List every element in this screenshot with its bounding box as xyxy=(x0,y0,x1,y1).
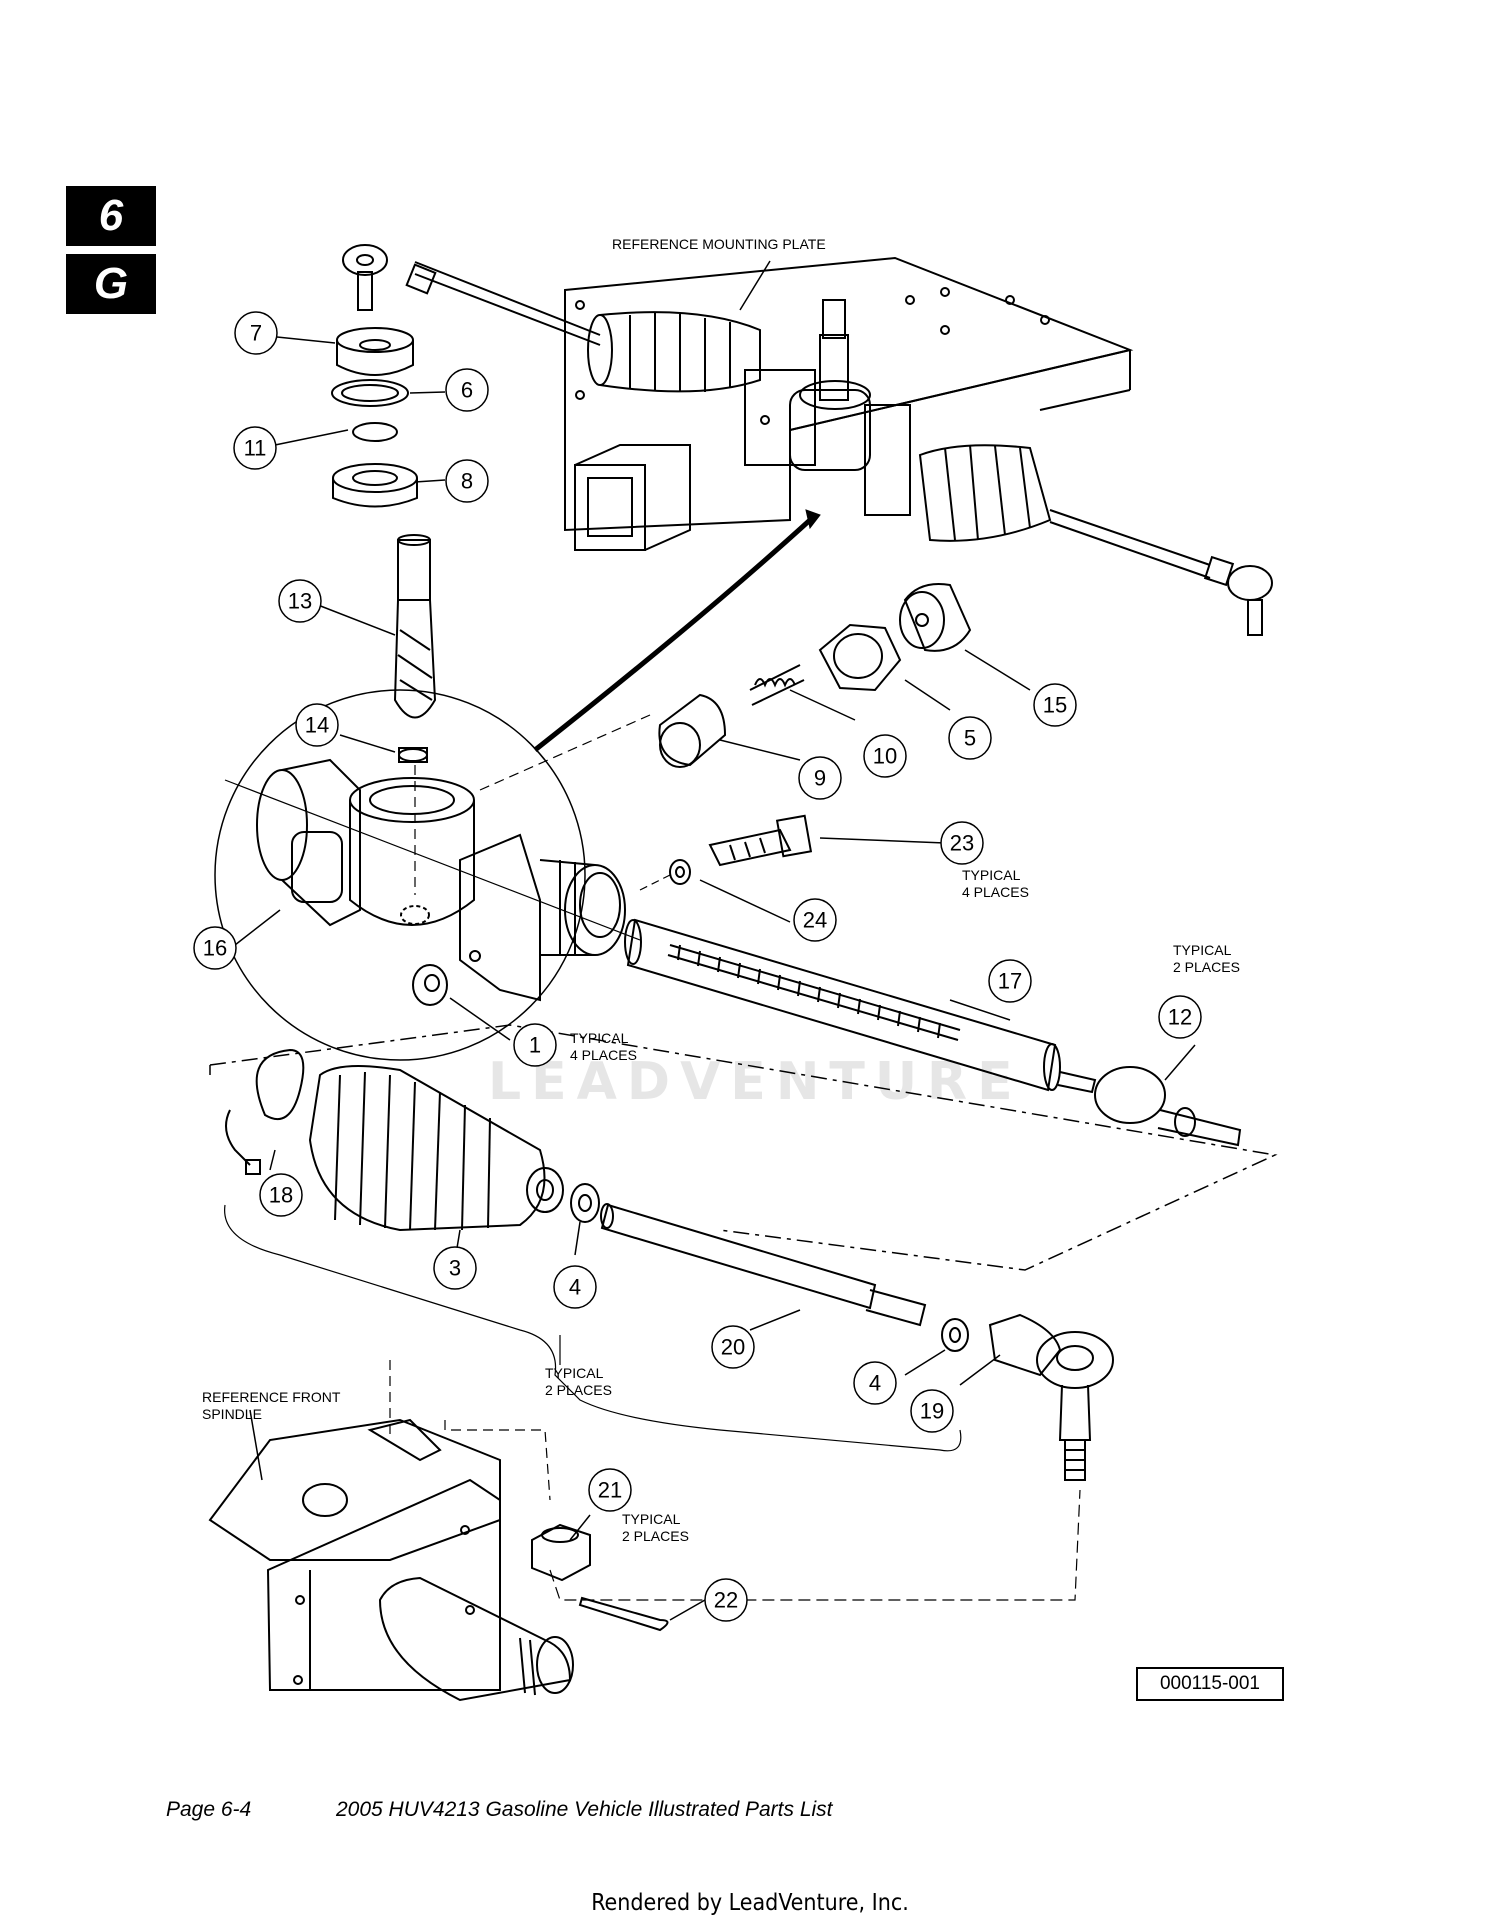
callout-23: 23 xyxy=(950,831,974,856)
callout-14: 14 xyxy=(305,713,329,738)
note-typical-21: TYPICAL xyxy=(622,1511,681,1527)
callout-6: 6 xyxy=(461,378,473,403)
typical-notes: TYPICAL 4 PLACES TYPICAL 2 PLACES TYPICA… xyxy=(545,867,1240,1544)
callout-16: 16 xyxy=(203,936,227,961)
lower-tie-rod xyxy=(224,1048,1114,1481)
note-typical-1: TYPICAL xyxy=(570,1030,629,1046)
callout-4-upper: 4 xyxy=(569,1275,581,1300)
callout-17: 17 xyxy=(998,969,1022,994)
callout-13: 13 xyxy=(288,589,312,614)
callout-12: 12 xyxy=(1168,1005,1192,1030)
callout-11: 11 xyxy=(244,436,267,461)
callout-7: 7 xyxy=(250,321,262,346)
note-4-places-23: 4 PLACES xyxy=(962,884,1029,900)
callout-5: 5 xyxy=(964,726,976,751)
pinion-stack xyxy=(331,327,437,763)
callout-15: 15 xyxy=(1043,693,1067,718)
callout-21: 21 xyxy=(598,1478,622,1503)
rendered-by-credit: Rendered by LeadVenture, Inc. xyxy=(591,1890,909,1916)
callout-22: 22 xyxy=(714,1588,738,1613)
callout-8: 8 xyxy=(461,469,473,494)
callout-4-lower: 4 xyxy=(869,1371,881,1396)
leader-lines xyxy=(234,260,1196,1621)
figure-id-label: 000115-001 xyxy=(1136,1667,1284,1701)
note-2-places-21: 2 PLACES xyxy=(622,1528,689,1544)
callout-24: 24 xyxy=(803,908,827,933)
watermark: LEADVENTURE xyxy=(488,1052,1023,1112)
callout-3: 3 xyxy=(449,1256,461,1281)
reference-mounting-plate-label: REFERENCE MOUNTING PLATE xyxy=(612,236,826,252)
page-number: Page 6-4 xyxy=(166,1798,252,1821)
note-typical-tie-rod: TYPICAL xyxy=(545,1365,604,1381)
lower-assembly-box xyxy=(209,1024,1278,1271)
note-2-places-12: 2 PLACES xyxy=(1173,959,1240,975)
callout-numbers: 1 3 4 4 5 6 7 8 9 10 11 12 13 14 15 16 1… xyxy=(203,321,1192,1613)
rack xyxy=(624,918,1242,1147)
note-typical-23: TYPICAL xyxy=(962,867,1021,883)
reference-front-spindle-label-line2: SPINDLE xyxy=(202,1406,262,1422)
callout-9: 9 xyxy=(814,766,826,791)
mounting-plate-assembly xyxy=(342,244,1273,636)
callout-circles xyxy=(193,311,1202,1622)
note-2-places-tie-rod: 2 PLACES xyxy=(545,1382,612,1398)
note-4-places-1: 4 PLACES xyxy=(570,1047,637,1063)
note-typical-12: TYPICAL xyxy=(1173,942,1232,958)
callout-20: 20 xyxy=(721,1335,745,1360)
section-tab-number: 6 xyxy=(66,186,156,246)
yoke-parts xyxy=(639,583,972,891)
callout-18: 18 xyxy=(269,1183,293,1208)
reference-front-spindle-label-line1: REFERENCE FRONT xyxy=(202,1389,341,1405)
callout-10: 10 xyxy=(873,744,897,769)
document-title: 2005 HUV4213 Gasoline Vehicle Illustrate… xyxy=(336,1798,833,1821)
front-spindle xyxy=(208,1360,1081,1702)
callout-1: 1 xyxy=(529,1033,541,1058)
callout-19: 19 xyxy=(920,1399,944,1424)
section-tab-letter: G xyxy=(66,254,156,314)
gear-housing xyxy=(214,509,821,1061)
